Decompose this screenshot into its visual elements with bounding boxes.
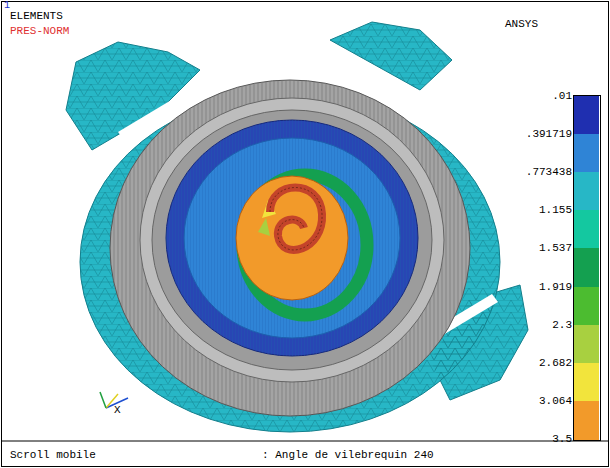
result-name: PRES-NORM — [10, 25, 69, 37]
legend-swatch — [574, 172, 599, 211]
legend-value: 1.919 — [539, 281, 572, 293]
legend-value: 1.155 — [539, 204, 572, 216]
legend-swatch — [574, 134, 599, 173]
legend-swatch — [574, 248, 599, 287]
legend-swatch — [574, 363, 599, 402]
load-step-note: : Angle de vilebrequin 240 — [262, 449, 434, 461]
legend-value: .773438 — [526, 166, 572, 178]
legend-value: .391719 — [526, 128, 572, 140]
legend-value: 3.5 — [552, 433, 572, 445]
legend-value: 2.3 — [552, 319, 572, 331]
part-title: Scroll mobile — [10, 449, 96, 461]
legend-swatch — [574, 96, 599, 135]
plot-type: ELEMENTS — [10, 10, 63, 22]
legend-swatch — [574, 210, 599, 249]
window-number: 1 — [4, 0, 10, 12]
legend-value: .01 — [552, 90, 572, 102]
software-name: ANSYS — [505, 18, 538, 30]
legend-swatch — [574, 287, 599, 326]
legend-value: 2.682 — [539, 357, 572, 369]
legend-value: 3.064 — [539, 395, 572, 407]
axis-label: X — [114, 404, 121, 416]
legend-swatch — [574, 325, 599, 364]
legend-value: 1.537 — [539, 242, 572, 254]
legend-frame — [573, 95, 601, 441]
legend-swatch — [574, 401, 599, 440]
